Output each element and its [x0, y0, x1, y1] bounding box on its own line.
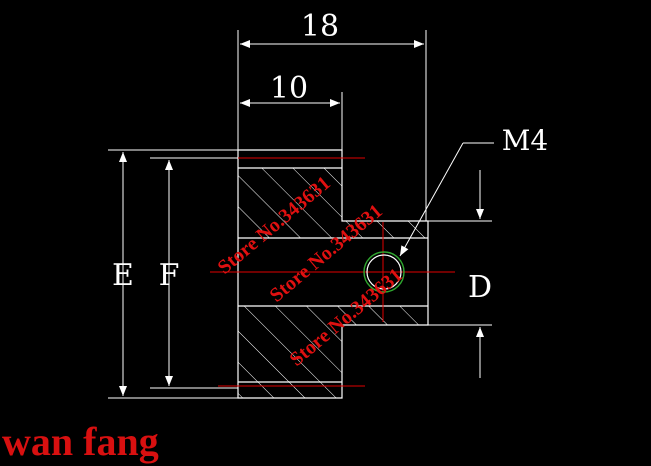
dim-e-label: E: [112, 258, 134, 293]
dimension-lines: [119, 40, 494, 396]
m4-leader-arrow: [399, 142, 464, 257]
section-hatch: [238, 168, 428, 398]
center-lines: [210, 157, 455, 387]
dim-f-label: F: [159, 258, 180, 293]
dim-d-label: D: [468, 270, 492, 305]
set-screw-hole: [363, 251, 405, 293]
dim-18-label: 18: [301, 9, 339, 44]
extension-lines: [108, 30, 492, 399]
m4-label: M4: [502, 124, 548, 157]
brand-label: wan fang: [2, 419, 159, 464]
dim-10-label: 10: [270, 71, 308, 106]
